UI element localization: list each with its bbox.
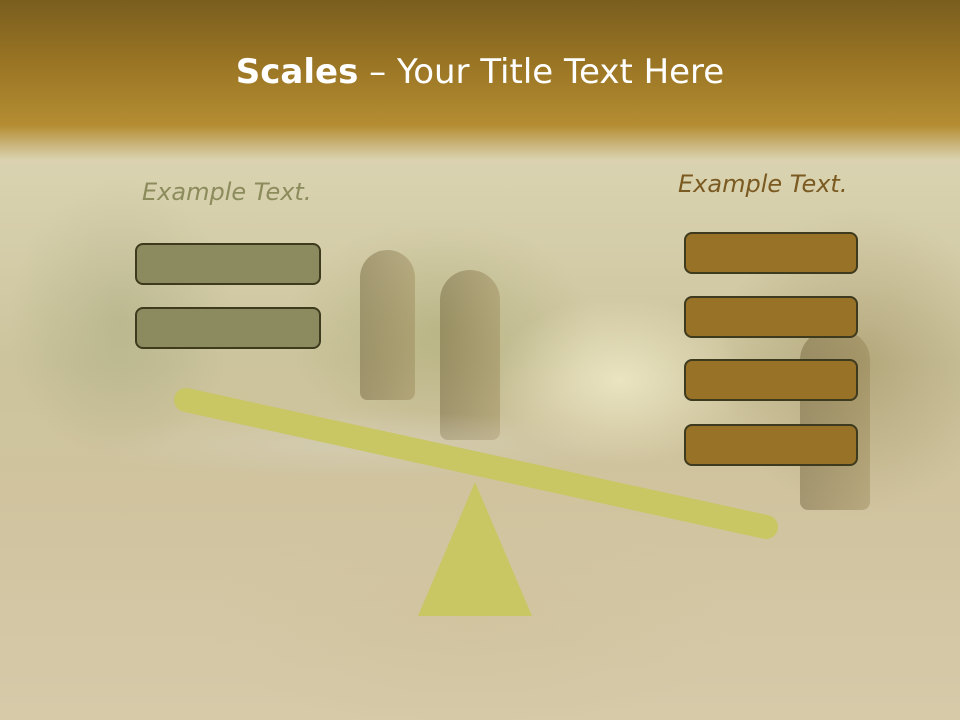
slide-title-rest: – Your Title Text Here	[358, 52, 725, 92]
seesaw-beam[interactable]	[174, 388, 778, 539]
left-example-label[interactable]: Example Text.	[142, 178, 312, 206]
slide-title[interactable]: Scales – Your Title Text Here	[0, 52, 960, 92]
right-text-box[interactable]	[684, 232, 858, 274]
right-example-label[interactable]: Example Text.	[678, 170, 848, 198]
title-bar	[0, 0, 960, 160]
left-text-box[interactable]	[135, 243, 321, 285]
slide-title-bold: Scales	[235, 52, 359, 92]
tree-trunk-decoration	[360, 250, 415, 400]
seesaw-fulcrum-triangle[interactable]	[418, 482, 532, 616]
right-text-box[interactable]	[684, 296, 858, 338]
right-text-box[interactable]	[684, 424, 858, 466]
right-text-box[interactable]	[684, 359, 858, 401]
left-text-box[interactable]	[135, 307, 321, 349]
